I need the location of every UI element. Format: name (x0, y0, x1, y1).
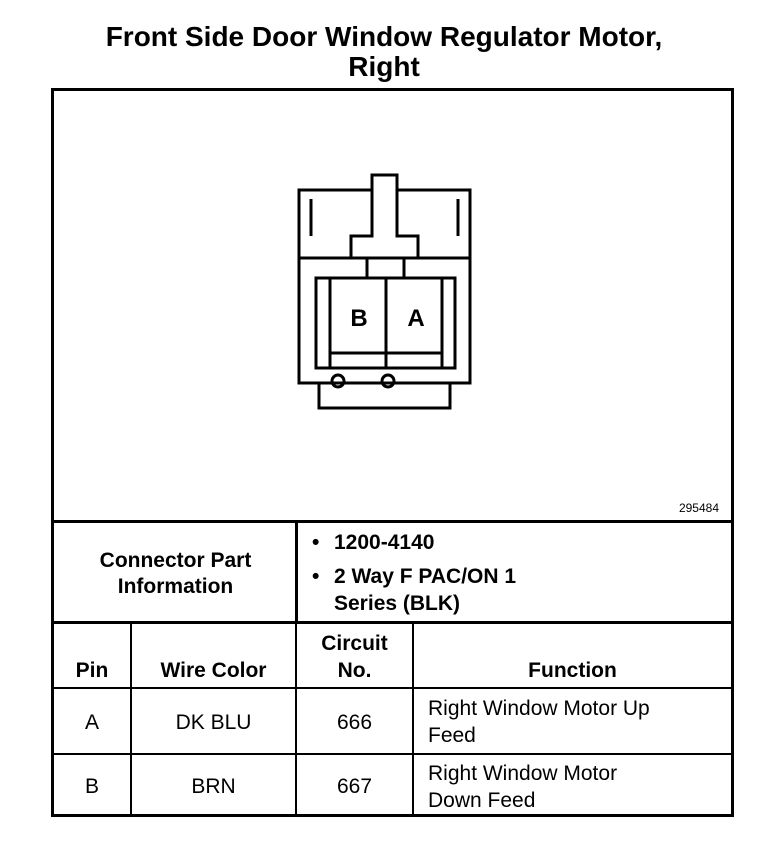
base-plate (317, 383, 452, 410)
page-title: Front Side Door Window Regulator Motor, … (0, 22, 768, 82)
latch-body (349, 190, 420, 260)
col-divider-3 (412, 624, 414, 817)
cavity-label-b: B (350, 305, 367, 332)
header-function: Function (528, 659, 617, 682)
cavity-label-a: A (407, 305, 424, 332)
cpi-item-description: •2 Way F PAC/ON 1 Series (BLK) (312, 565, 517, 615)
header-pin: Pin (75, 659, 109, 682)
cpi-divider (295, 523, 298, 622)
bottom-tab-left (330, 373, 346, 389)
connector-part-info-label: Connector Part Information (99, 548, 252, 598)
housing-outline (297, 188, 472, 385)
row-b-pin: B (84, 775, 99, 798)
row-a-wire-color: DK BLU (175, 711, 252, 734)
row-a-pin: A (84, 711, 99, 734)
latch-post (370, 173, 399, 190)
title-line-2: Right (348, 51, 420, 82)
divider-row (54, 753, 731, 755)
row-a-circuit: 666 (336, 711, 373, 734)
divider-top (54, 520, 731, 523)
col-divider-2 (295, 624, 297, 817)
connector-diagram: B A 295484 (54, 91, 731, 522)
row-b-wire-color: BRN (191, 775, 236, 798)
connector-part-info: •1200-4140 •2 Way F PAC/ON 1 Series (BLK… (312, 529, 554, 624)
connector-frame: B A 295484 Connector Part Information •1… (51, 88, 734, 817)
title-line-1: Front Side Door Window Regulator Motor, (105, 21, 663, 52)
row-b-circuit: 667 (336, 775, 373, 798)
row-a-function: Right Window Motor Up Feed (428, 697, 650, 747)
figure-number: 295484 (678, 501, 719, 515)
row-b-function: Right Window Motor Down Feed (428, 762, 618, 812)
divider-header (54, 687, 731, 689)
connector-drawing: B A (297, 173, 472, 410)
divider-table-top (54, 621, 731, 624)
bottom-tab-right (380, 373, 396, 389)
header-wire-color: Wire Color (160, 659, 267, 682)
cpi-item-part-number: •1200-4140 (312, 531, 435, 554)
col-divider-1 (130, 624, 132, 817)
